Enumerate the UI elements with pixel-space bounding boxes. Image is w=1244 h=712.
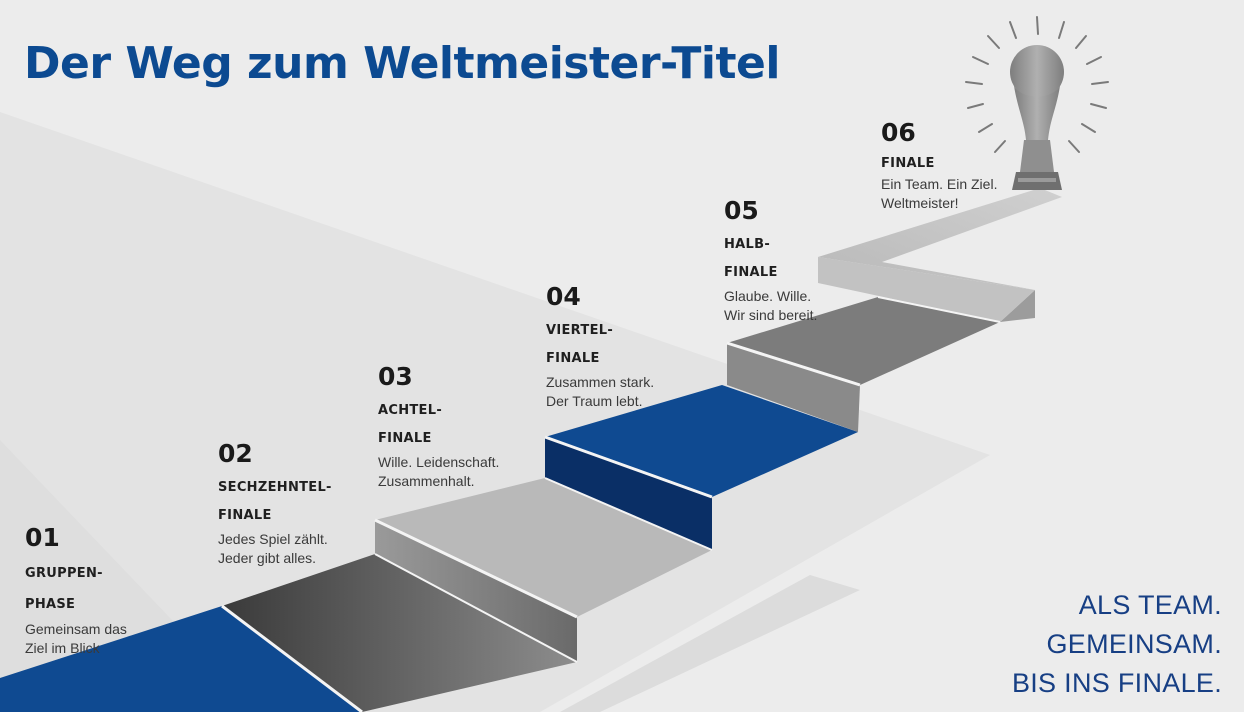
stage-name: FINALE [881, 156, 935, 171]
stage-name: GRUPPEN- PHASE [25, 566, 103, 612]
stage-name: ACHTEL- FINALE [378, 403, 443, 446]
stage-04-label: 04 VIERTEL- FINALE Zusammen stark. Der T… [546, 284, 654, 411]
path-to-trophy [818, 188, 1062, 290]
stage-description: Jedes Spiel zählt. Jeder gibt alles. [218, 531, 328, 566]
step-06-tread [818, 257, 1035, 322]
stage-01-label: 01 GRUPPEN- PHASE Gemeinsam das Ziel im … [25, 525, 127, 658]
stage-description: Wille. Leidenschaft. Zusammenhalt. [378, 454, 500, 489]
stage-05-label: 05 HALB- FINALE Glaube. Wille. Wir sind … [724, 198, 817, 325]
step-03-riser [375, 520, 577, 662]
stage-03-label: 03 ACHTEL- FINALE Wille. Leidenschaft. Z… [378, 364, 499, 491]
stage-name: SECHZEHNTEL- FINALE [218, 480, 332, 523]
slogan: ALS TEAM. GEMEINSAM. BIS INS FINALE. [1012, 586, 1222, 703]
stage-06-label: 06 FINALE Ein Team. Ein Ziel. Weltmeiste… [881, 120, 997, 213]
stage-description: Gemeinsam das Ziel im Blick [25, 621, 127, 656]
stage-name: HALB- FINALE [724, 237, 778, 280]
stage-number: 06 [881, 118, 916, 147]
step-06-riser [878, 290, 1035, 322]
page-title: Der Weg zum Weltmeister-Titel [24, 38, 780, 89]
stage-description: Zusammen stark. Der Traum lebt. [546, 374, 655, 409]
slogan-line: ALS TEAM. [1078, 590, 1222, 620]
stage-02-label: 02 SECHZEHNTEL- FINALE Jedes Spiel zählt… [218, 441, 332, 568]
slogan-line: GEMEINSAM. [1046, 629, 1222, 659]
stage-number: 03 [378, 362, 413, 391]
stage-number: 05 [724, 196, 759, 225]
background-shadow [560, 575, 860, 712]
step-04-tread [545, 385, 858, 497]
step-04-riser [545, 437, 712, 550]
stage-number: 02 [218, 439, 253, 468]
step-01-tread [0, 606, 362, 712]
step-05-riser [727, 343, 860, 432]
stage-number: 01 [25, 523, 60, 552]
slogan-line: BIS INS FINALE. [1011, 668, 1222, 698]
stage-description: Glaube. Wille. Wir sind bereit. [724, 288, 818, 323]
stage-number: 04 [546, 282, 581, 311]
stage-description: Ein Team. Ein Ziel. Weltmeister! [881, 176, 998, 211]
step-03-tread [375, 478, 712, 617]
stage-name: VIERTEL- FINALE [546, 323, 614, 366]
trophy-icon [965, 16, 1109, 190]
background-shadow [0, 112, 990, 712]
